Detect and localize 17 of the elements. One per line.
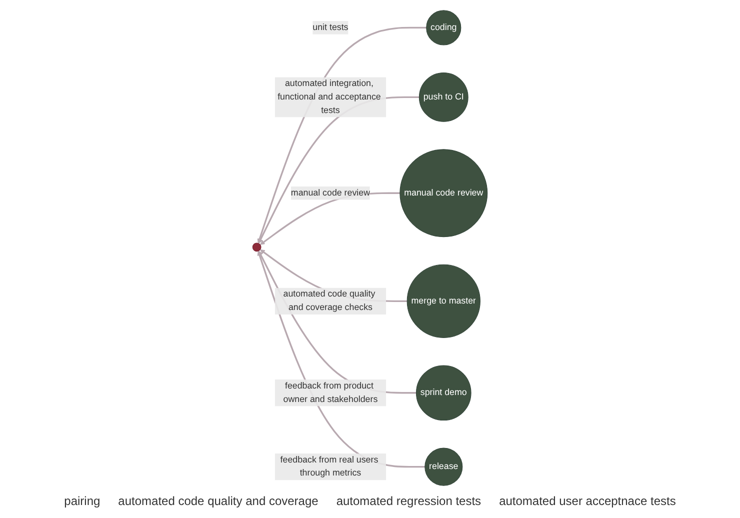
note-text: automated user acceptnace tests (499, 494, 676, 508)
edge-label: automated integration, functional and acceptance tests (278, 78, 381, 115)
edge-label: manual code review (290, 188, 370, 198)
note-text: automated regression tests (336, 494, 482, 508)
node-circle: sprint demo (416, 365, 472, 421)
node-circle: manual code review (400, 149, 488, 238)
edge-label: unit tests (312, 22, 348, 32)
node-circle: push to CI (418, 72, 468, 122)
node-circle: coding (426, 10, 462, 46)
note-text: pairing (64, 494, 100, 508)
node-circle: merge to master (406, 264, 480, 338)
node-circle (252, 242, 262, 252)
node-circle: release (424, 448, 463, 486)
edge-label: feedback from real users through metrics (280, 455, 378, 478)
edge-label: feedback from product owner and stakeholders (283, 381, 378, 404)
edge-label: automated code quality and coverage checks (283, 289, 376, 312)
note-text: automated code quality and coverage (118, 494, 318, 508)
